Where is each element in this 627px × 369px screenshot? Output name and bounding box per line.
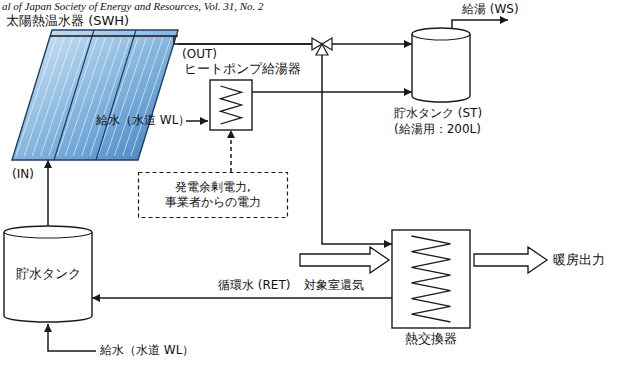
- node-shape: [210, 80, 252, 130]
- hot-water-outlet: [452, 20, 508, 30]
- panel-divider: [54, 30, 94, 160]
- dashed-box: [139, 173, 288, 218]
- collector-tube: [24, 38, 64, 156]
- unit-box: [210, 80, 252, 130]
- collector-tube: [49, 38, 89, 156]
- flow-label: 対象室還気: [304, 278, 364, 292]
- power-source-box: 発電余剰電力,事業者からの電力: [138, 172, 288, 218]
- panel-divider: [96, 30, 136, 160]
- edge-label: (IN): [12, 167, 34, 181]
- tank-rim: [4, 232, 92, 238]
- unit-box: [392, 230, 470, 328]
- header-pipe: [50, 35, 178, 36]
- collector-tube: [57, 38, 97, 156]
- node-label: 発電余剰電力,: [175, 180, 251, 195]
- outlet-pipe: [174, 36, 178, 44]
- air-arrow: [300, 247, 389, 273]
- heat-output-arrow: [474, 247, 547, 273]
- node-label: 貯水タンク (ST): [394, 106, 482, 120]
- pipe-connector: [230, 130, 232, 172]
- water-tank: 貯水タンク: [4, 226, 92, 322]
- collector-tube: [131, 38, 171, 156]
- pipe-connector: [47, 160, 49, 226]
- node-label: (給湯用：200L): [394, 122, 481, 136]
- supply-pipe: [48, 324, 96, 351]
- collector-tube: [90, 38, 130, 156]
- node-label: 事業者からの電力: [165, 195, 261, 210]
- node-label: 貯水タンク: [16, 266, 81, 282]
- storage-tank: 貯水タンク (ST)(給湯用：200L): [412, 28, 470, 102]
- tank-body: [4, 226, 92, 322]
- valve-symbol: [316, 44, 328, 55]
- collector-tube: [106, 38, 146, 156]
- collector-node: 太陽熱温水器 (SWH): [12, 30, 178, 160]
- coil-symbol: [412, 236, 451, 322]
- collector-tube: [65, 38, 105, 156]
- heat-pump-box: ヒートポンプ給湯器: [210, 80, 252, 130]
- collector-tube: [32, 38, 72, 156]
- node-shape: [392, 230, 470, 328]
- node-label: 熱交換器: [405, 331, 457, 347]
- pipe-connector: [252, 91, 412, 93]
- pipe-connector: [92, 297, 392, 299]
- tank-rim: [412, 34, 470, 40]
- collector-tube: [73, 38, 113, 156]
- edge-label: (OUT): [182, 47, 217, 61]
- edge-label: 循環水 (RET): [218, 278, 290, 292]
- collector-tube: [114, 38, 154, 156]
- flow-label: 給水（水道 WL）: [100, 343, 194, 357]
- node-shape: [12, 30, 178, 160]
- collector-tube: [98, 38, 138, 156]
- tank-body: [412, 28, 470, 102]
- flow-label: 暖房出力: [553, 252, 605, 268]
- heat-exchanger-box: 熱交換器: [392, 230, 470, 328]
- collector-tube: [16, 38, 56, 156]
- node-label: 太陽熱温水器 (SWH): [6, 13, 129, 29]
- coil-symbol: [221, 86, 242, 124]
- flow-label: 給湯 (WS): [462, 2, 519, 16]
- journal-header: al of Japan Society of Energy and Resour…: [2, 0, 264, 13]
- node-shape: [412, 28, 470, 102]
- flow-label: 給水（水道 WL）: [96, 113, 190, 127]
- node-label: ヒートポンプ給湯器: [184, 61, 301, 77]
- collector-panel: [12, 30, 178, 160]
